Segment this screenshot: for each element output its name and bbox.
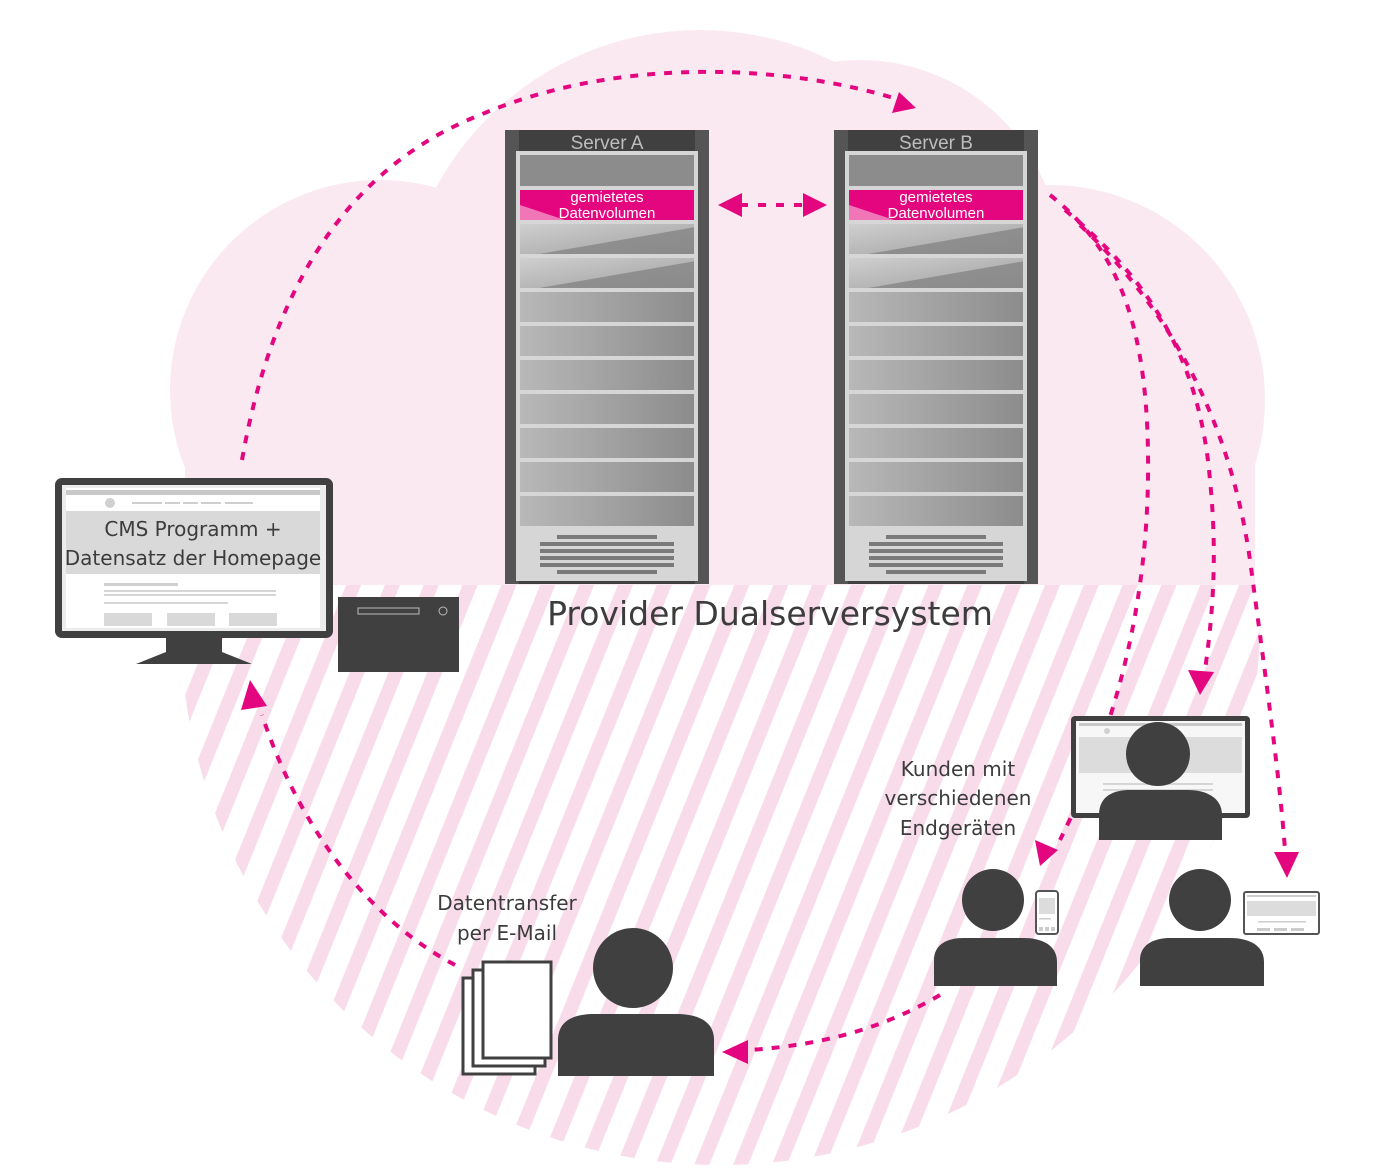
- tablet-icon: [1243, 891, 1320, 935]
- server-a-volume-line1: gemietetes: [570, 189, 643, 206]
- rented-volume-bar: [849, 190, 1023, 220]
- vent-grille: [869, 535, 1003, 574]
- workstation-label-line2: Datensatz der Homepage: [65, 546, 321, 570]
- desktop-computer-icon: CMS Programm + Datensatz der Homepage: [55, 478, 333, 664]
- cloud-background: [170, 30, 1265, 585]
- arrow-server-b-to-customer-tablet: [1078, 223, 1299, 878]
- customer-desktop-user: [1071, 716, 1250, 840]
- diagram-title: Provider Dualserversystem: [547, 594, 993, 633]
- server-b-rack: Server B gemietetes Datenvolumen: [834, 130, 1038, 584]
- user-icon: [1099, 722, 1222, 840]
- user-icon: [1140, 869, 1264, 986]
- server-b-volume-line1: gemietetes: [899, 189, 972, 206]
- email-user-icon: [558, 928, 714, 1076]
- customers-label-line3: Endgeräten: [900, 816, 1016, 840]
- arrow-workstation-to-server-b: [240, 69, 916, 461]
- arrow-server-b-to-customer-desktop: [1063, 208, 1216, 695]
- arrow-customer-to-email-user: [722, 993, 942, 1064]
- vent-grille: [540, 535, 674, 574]
- server-a-rack: Server A gemietetes Datenvolumen: [505, 130, 709, 584]
- server-b-volume-line2: Datenvolumen: [888, 205, 985, 222]
- documents-stack-icon: [461, 960, 553, 1076]
- server-a-title: Server A: [571, 133, 644, 154]
- striped-background: [180, 585, 1260, 1165]
- computer-case-icon: [338, 597, 459, 672]
- arrow-email-to-workstation: [241, 680, 456, 967]
- user-icon: [934, 869, 1057, 986]
- customers-label-line1: Kunden mit: [901, 757, 1016, 781]
- email-label-line1: Datentransfer: [437, 891, 577, 915]
- arrow-server-a-to-server-b: [718, 193, 827, 217]
- smartphone-icon: [1035, 890, 1059, 935]
- server-b-title: Server B: [899, 133, 973, 154]
- workstation-label-line1: CMS Programm +: [104, 517, 281, 541]
- customers-label-line2: verschiedenen: [885, 786, 1032, 810]
- email-label-line2: per E-Mail: [457, 921, 557, 945]
- customer-tablet-user: [1140, 869, 1320, 986]
- rented-volume-bar: [520, 190, 694, 220]
- server-a-volume-line2: Datenvolumen: [559, 205, 656, 222]
- customer-smartphone-user: [934, 869, 1059, 986]
